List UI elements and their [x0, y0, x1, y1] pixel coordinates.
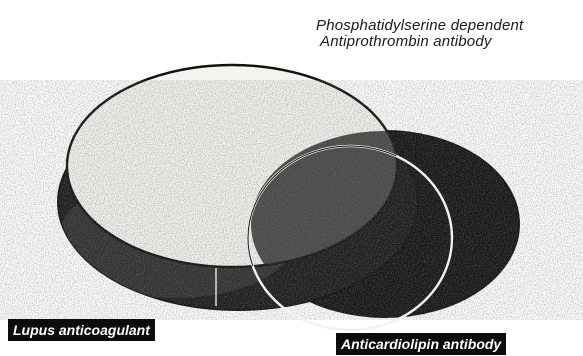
- annotation-line-2: Antiprothrombin antibody: [320, 33, 492, 50]
- print-grain: [0, 80, 583, 320]
- annotation-line-1: Phosphatidylserine dependent: [316, 17, 523, 34]
- anticardiolipin-antibody-label: Anticardiolipin antibody: [336, 333, 506, 355]
- lupus-anticoagulant-label: Lupus anticoagulant: [8, 319, 155, 341]
